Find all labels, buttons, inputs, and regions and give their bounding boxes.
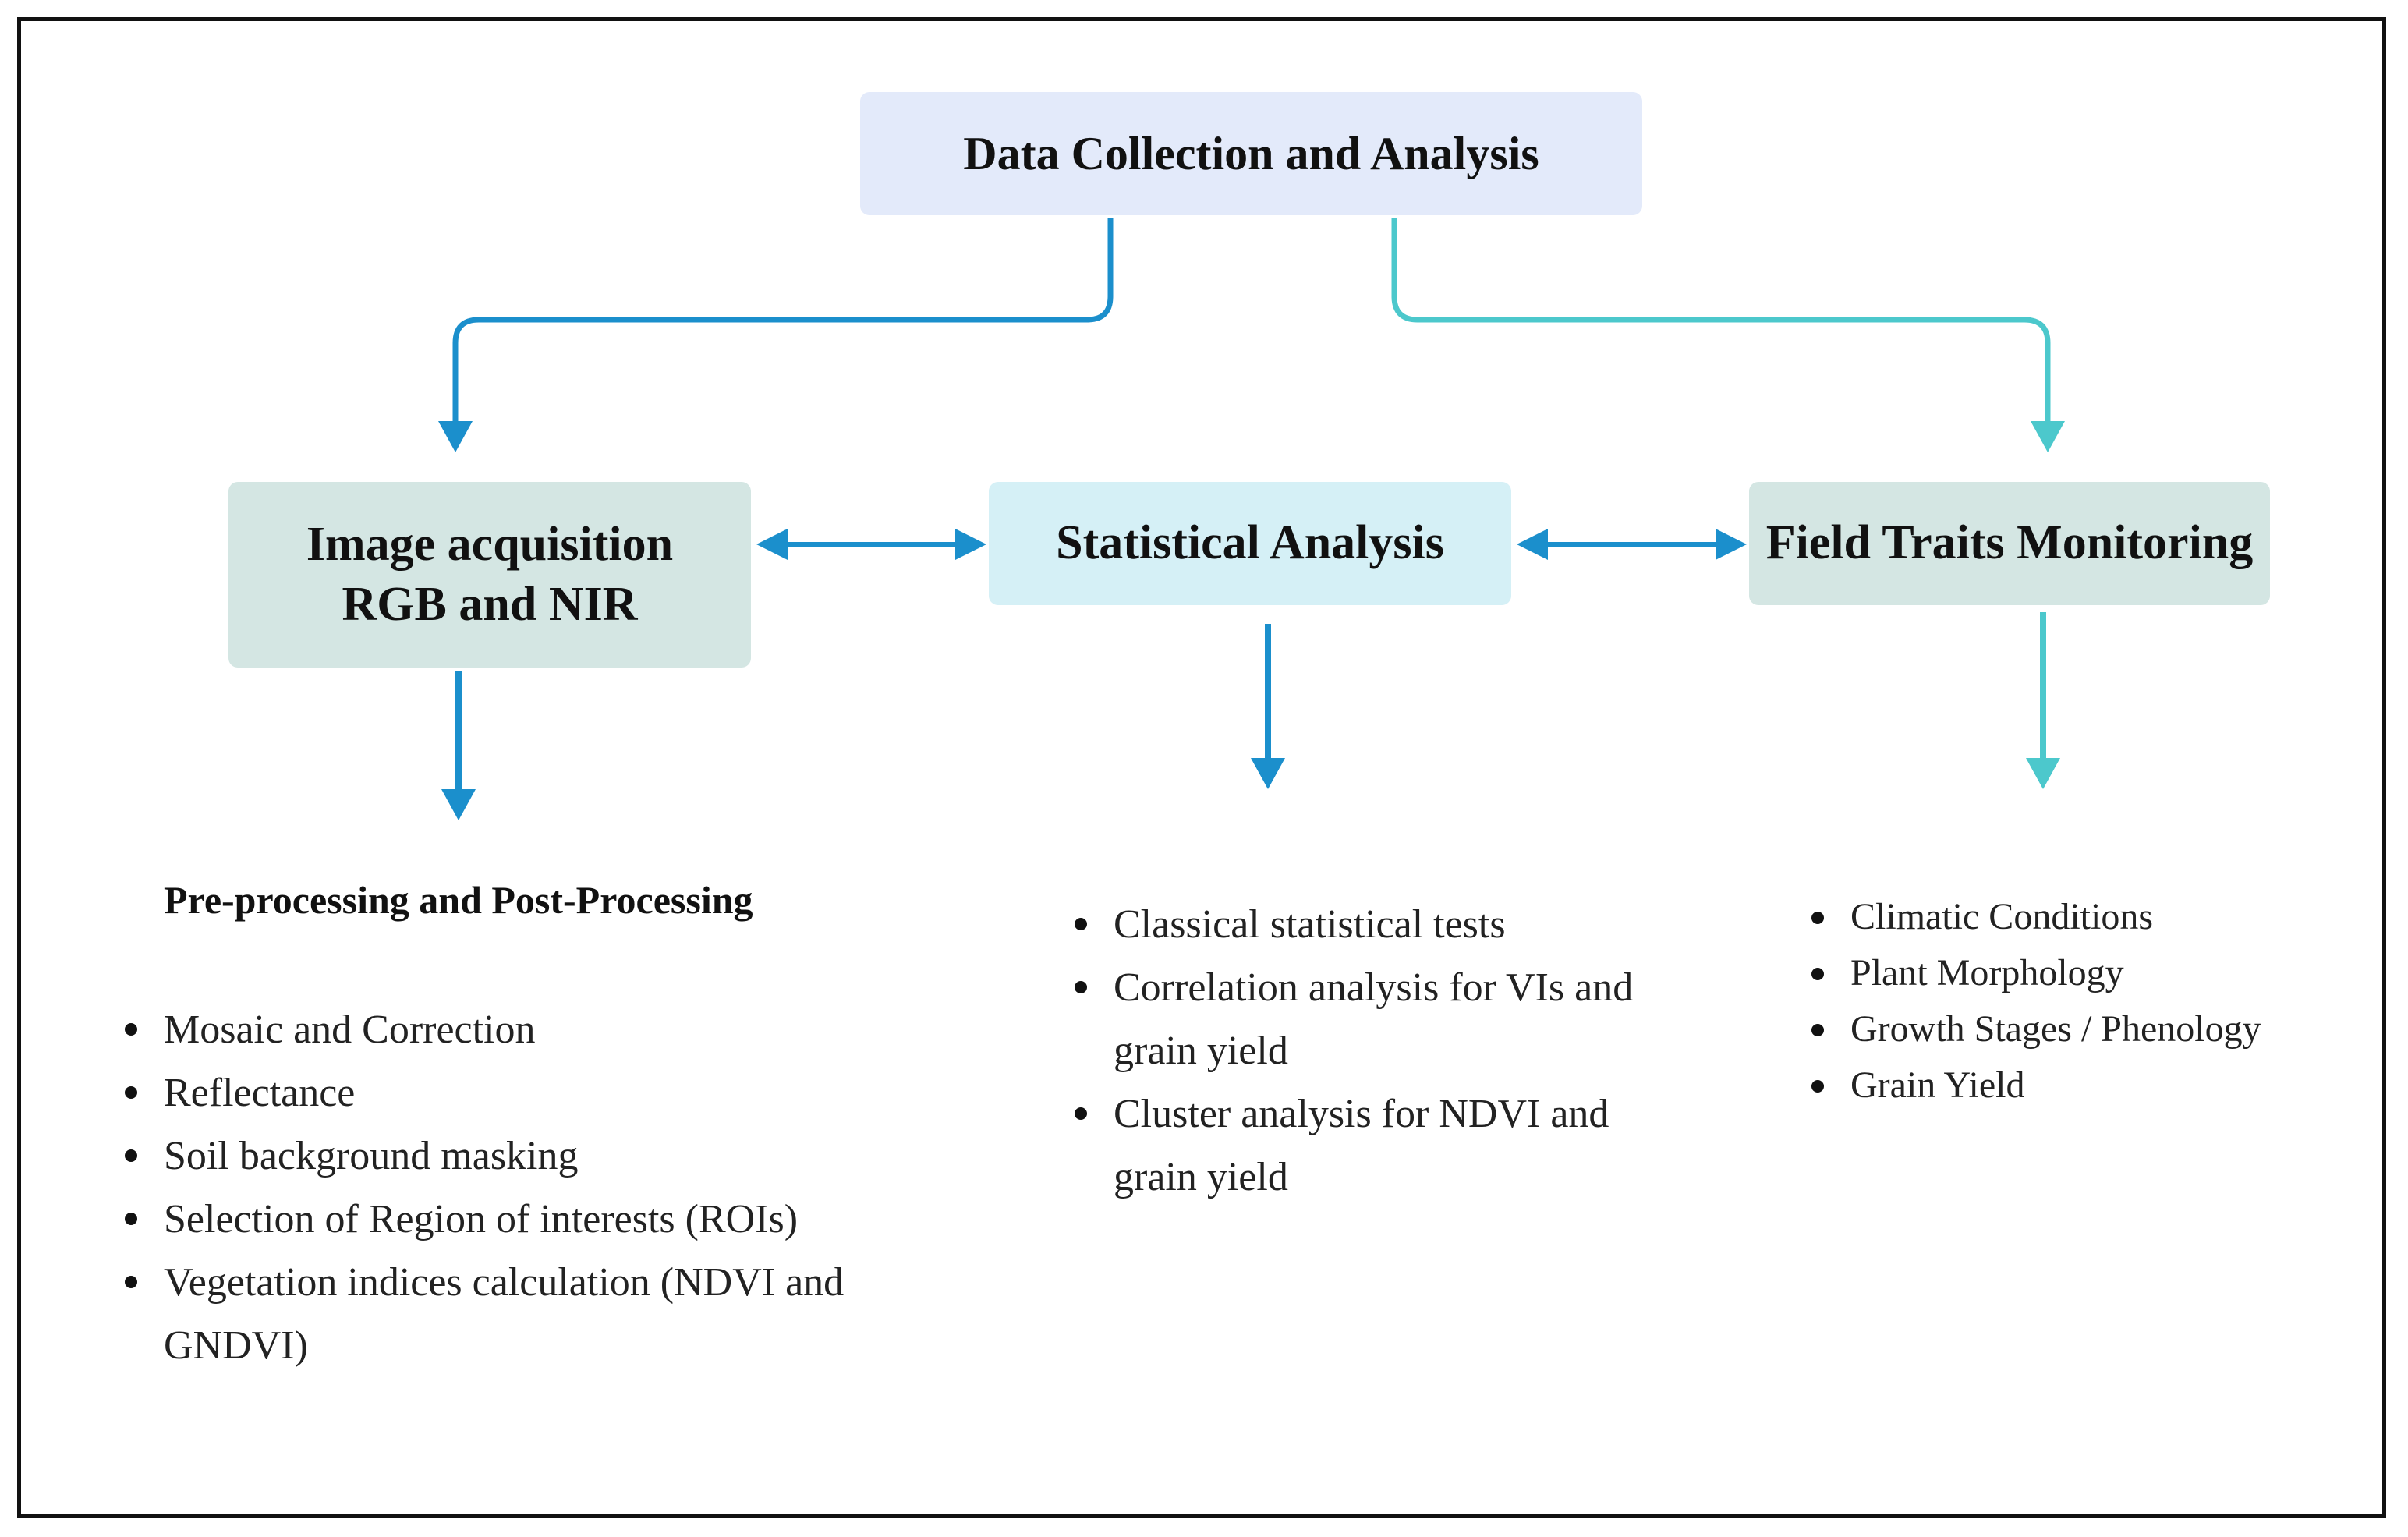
arrow-image-stats-bidirectional	[756, 529, 986, 560]
arrow-stats-down	[1251, 624, 1285, 789]
arrow-image-down	[441, 671, 476, 820]
list-item: Climatic Conditions	[1805, 889, 2351, 945]
field-traits-list: Climatic Conditions Plant Morphology Gro…	[1805, 889, 2351, 1114]
arrow-top-to-field	[1391, 218, 2065, 452]
node-field-traits: Field Traits Monitoring	[1749, 482, 2270, 605]
node-image-acquisition: Image acquisition RGB and NIR	[228, 482, 751, 668]
list-item: Selection of Region of interests (ROIs)	[119, 1188, 898, 1251]
statistical-methods-list: Classical statistical tests Correlation …	[1068, 893, 1661, 1209]
node-data-collection: Data Collection and Analysis	[860, 92, 1642, 215]
diagram-frame	[17, 17, 2386, 1518]
preprocessing-list: Mosaic and Correction Reflectance Soil b…	[119, 998, 898, 1377]
node-image-acquisition-line1: Image acquisition	[306, 517, 674, 571]
list-item: Classical statistical tests	[1068, 893, 1661, 956]
list-item: Correlation analysis for VIs and grain y…	[1068, 956, 1661, 1082]
list-item: Grain Yield	[1805, 1057, 2351, 1114]
list-item: Soil background masking	[119, 1124, 898, 1188]
arrow-top-to-image	[438, 218, 1114, 452]
node-field-traits-label: Field Traits Monitoring	[1765, 516, 2254, 570]
arrow-field-down	[2026, 612, 2060, 789]
node-statistical-analysis: Statistical Analysis	[989, 482, 1511, 605]
preprocessing-title: Pre-processing and Post-Processing	[164, 878, 753, 922]
node-statistical-analysis-label: Statistical Analysis	[1056, 516, 1444, 570]
node-image-acquisition-line2: RGB and NIR	[342, 578, 638, 631]
list-item: Reflectance	[119, 1061, 898, 1124]
arrow-stats-field-bidirectional	[1517, 529, 1747, 560]
list-item: Cluster analysis for NDVI and grain yiel…	[1068, 1082, 1661, 1209]
list-item: Vegetation indices calculation (NDVI and…	[119, 1251, 898, 1377]
list-item: Mosaic and Correction	[119, 998, 898, 1061]
node-data-collection-label: Data Collection and Analysis	[963, 127, 1539, 179]
list-item: Growth Stages / Phenology	[1805, 1001, 2351, 1057]
list-item: Plant Morphology	[1805, 945, 2351, 1001]
